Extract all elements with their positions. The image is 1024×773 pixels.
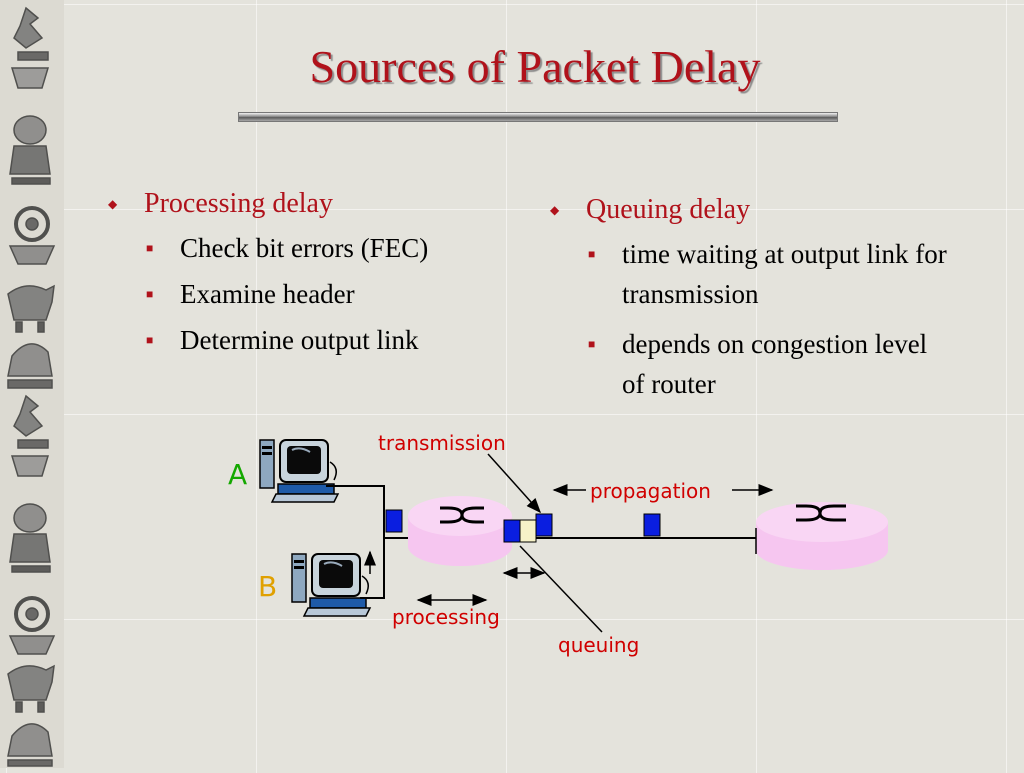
queuing-pointer [519,545,603,633]
list-item-text: Check bit errors (FEC) [180,233,429,263]
packet-icon [503,519,521,543]
right-bullet-column: ◆ Queuing delay ■ time waiting at output… [550,192,950,414]
packet-icon [535,513,553,537]
router-icon-1 [408,496,512,566]
transmission-label: transmission [378,431,506,455]
list-item-text: time waiting at output link for transmis… [622,239,947,309]
processing-delay-heading: Processing delay [144,188,333,219]
list-item: ■ Determine output link [108,320,528,360]
decorative-glyphs-icon [7,6,56,767]
packet-icon [385,509,403,533]
transmission-pointer [487,453,542,514]
computer-icon-a [259,439,339,503]
processing-label: processing [392,605,500,629]
list-item: ■ time waiting at output link for transm… [550,234,950,314]
packet-icon [643,513,661,537]
left-bullet-column: ◆ Processing delay ■ Check bit errors (F… [108,186,528,366]
queuing-label: queuing [558,633,639,657]
bullet-square-icon: ■ [146,241,154,255]
bullet-square-icon: ■ [588,247,596,261]
propagation-label: propagation [590,479,711,503]
list-item-text: Determine output link [180,325,419,355]
list-item: ■ Check bit errors (FEC) [108,228,528,268]
bullet-square-icon: ■ [588,337,596,351]
bullet-heading-processing: ◆ Processing delay [108,186,528,222]
list-item-text: depends on congestion level of router [622,329,928,399]
link-host-a [326,485,408,539]
computer-icon-b [291,553,371,617]
bullet-diamond-icon: ◆ [550,203,560,217]
slide-title: Sources of Packet Delay [309,41,761,92]
host-label-b: B [258,570,277,603]
list-item: ■ Examine header [108,274,528,314]
packet-icon-partial [519,519,537,543]
bullet-diamond-icon: ◆ [108,197,118,211]
bullet-square-icon: ■ [146,333,154,347]
router-icon-2 [756,502,888,570]
decorative-side-strip [0,0,64,768]
list-item-text: Examine header [180,279,355,309]
link-host-b [360,538,385,599]
host-label-a: A [228,458,247,491]
list-item: ■ depends on congestion level of router [550,324,950,404]
bullet-heading-queuing: ◆ Queuing delay [550,192,950,228]
queuing-delay-heading: Queuing delay [586,194,751,225]
bullet-square-icon: ■ [146,287,154,301]
title-divider [238,112,838,122]
